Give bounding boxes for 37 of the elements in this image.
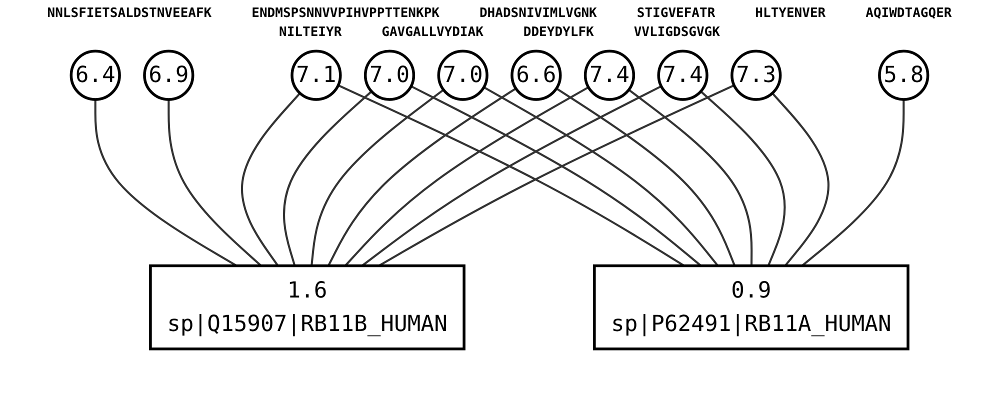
node-circle: 5.8 bbox=[878, 50, 930, 101]
connector bbox=[240, 92, 301, 266]
connector bbox=[483, 86, 719, 266]
connector bbox=[328, 88, 516, 266]
peptide-sequence-label: DDEYDYLFK bbox=[523, 25, 594, 40]
node-circle: 7.4 bbox=[584, 50, 636, 101]
peptide-sequence-label: DHADSNIVIMLVGNK bbox=[479, 6, 597, 21]
peptide-sequence-label: HLTYENVER bbox=[755, 6, 826, 21]
node-circle: 6.6 bbox=[510, 50, 562, 101]
node-box: 0.9 sp|P62491|RB11A_HUMAN bbox=[593, 264, 910, 350]
peptide-sequence-label: AQIWDTAGQER bbox=[866, 6, 952, 21]
node-circle: 7.0 bbox=[437, 50, 488, 101]
node-circle: 6.4 bbox=[70, 50, 121, 101]
connector bbox=[378, 84, 735, 267]
connector bbox=[168, 99, 262, 267]
connector bbox=[772, 92, 830, 266]
connector bbox=[628, 88, 753, 266]
peptide-sequence-label: NILTEIYR bbox=[279, 25, 342, 40]
connector bbox=[310, 88, 444, 266]
peptide-sequence-label: NNLSFIETSALDSTNVEEAFK bbox=[47, 6, 212, 21]
connector bbox=[700, 90, 786, 266]
peptide-sequence-label: VVLIGDSGVGK bbox=[634, 25, 720, 40]
node-circle: 6.9 bbox=[143, 50, 194, 101]
connector bbox=[556, 88, 736, 266]
peptide-sequence-label: STIGVEFATR bbox=[636, 6, 716, 21]
connector bbox=[94, 99, 238, 267]
connector bbox=[410, 85, 702, 267]
peptide-sequence-label: ENDMSPSNNVVPIHVPPTTENKPK bbox=[252, 6, 440, 21]
connector bbox=[283, 90, 372, 266]
node-circle: 7.0 bbox=[364, 50, 416, 101]
node-box: 1.6 sp|Q15907|RB11B_HUMAN bbox=[149, 264, 466, 350]
node-circle: 7.3 bbox=[730, 50, 782, 101]
connector bbox=[344, 86, 589, 266]
connector bbox=[801, 99, 905, 267]
node-circle: 7.4 bbox=[657, 50, 708, 101]
node-circle: 7.1 bbox=[290, 50, 342, 101]
peptide-sequence-label: GAVGALLVYDIAK bbox=[382, 25, 484, 40]
